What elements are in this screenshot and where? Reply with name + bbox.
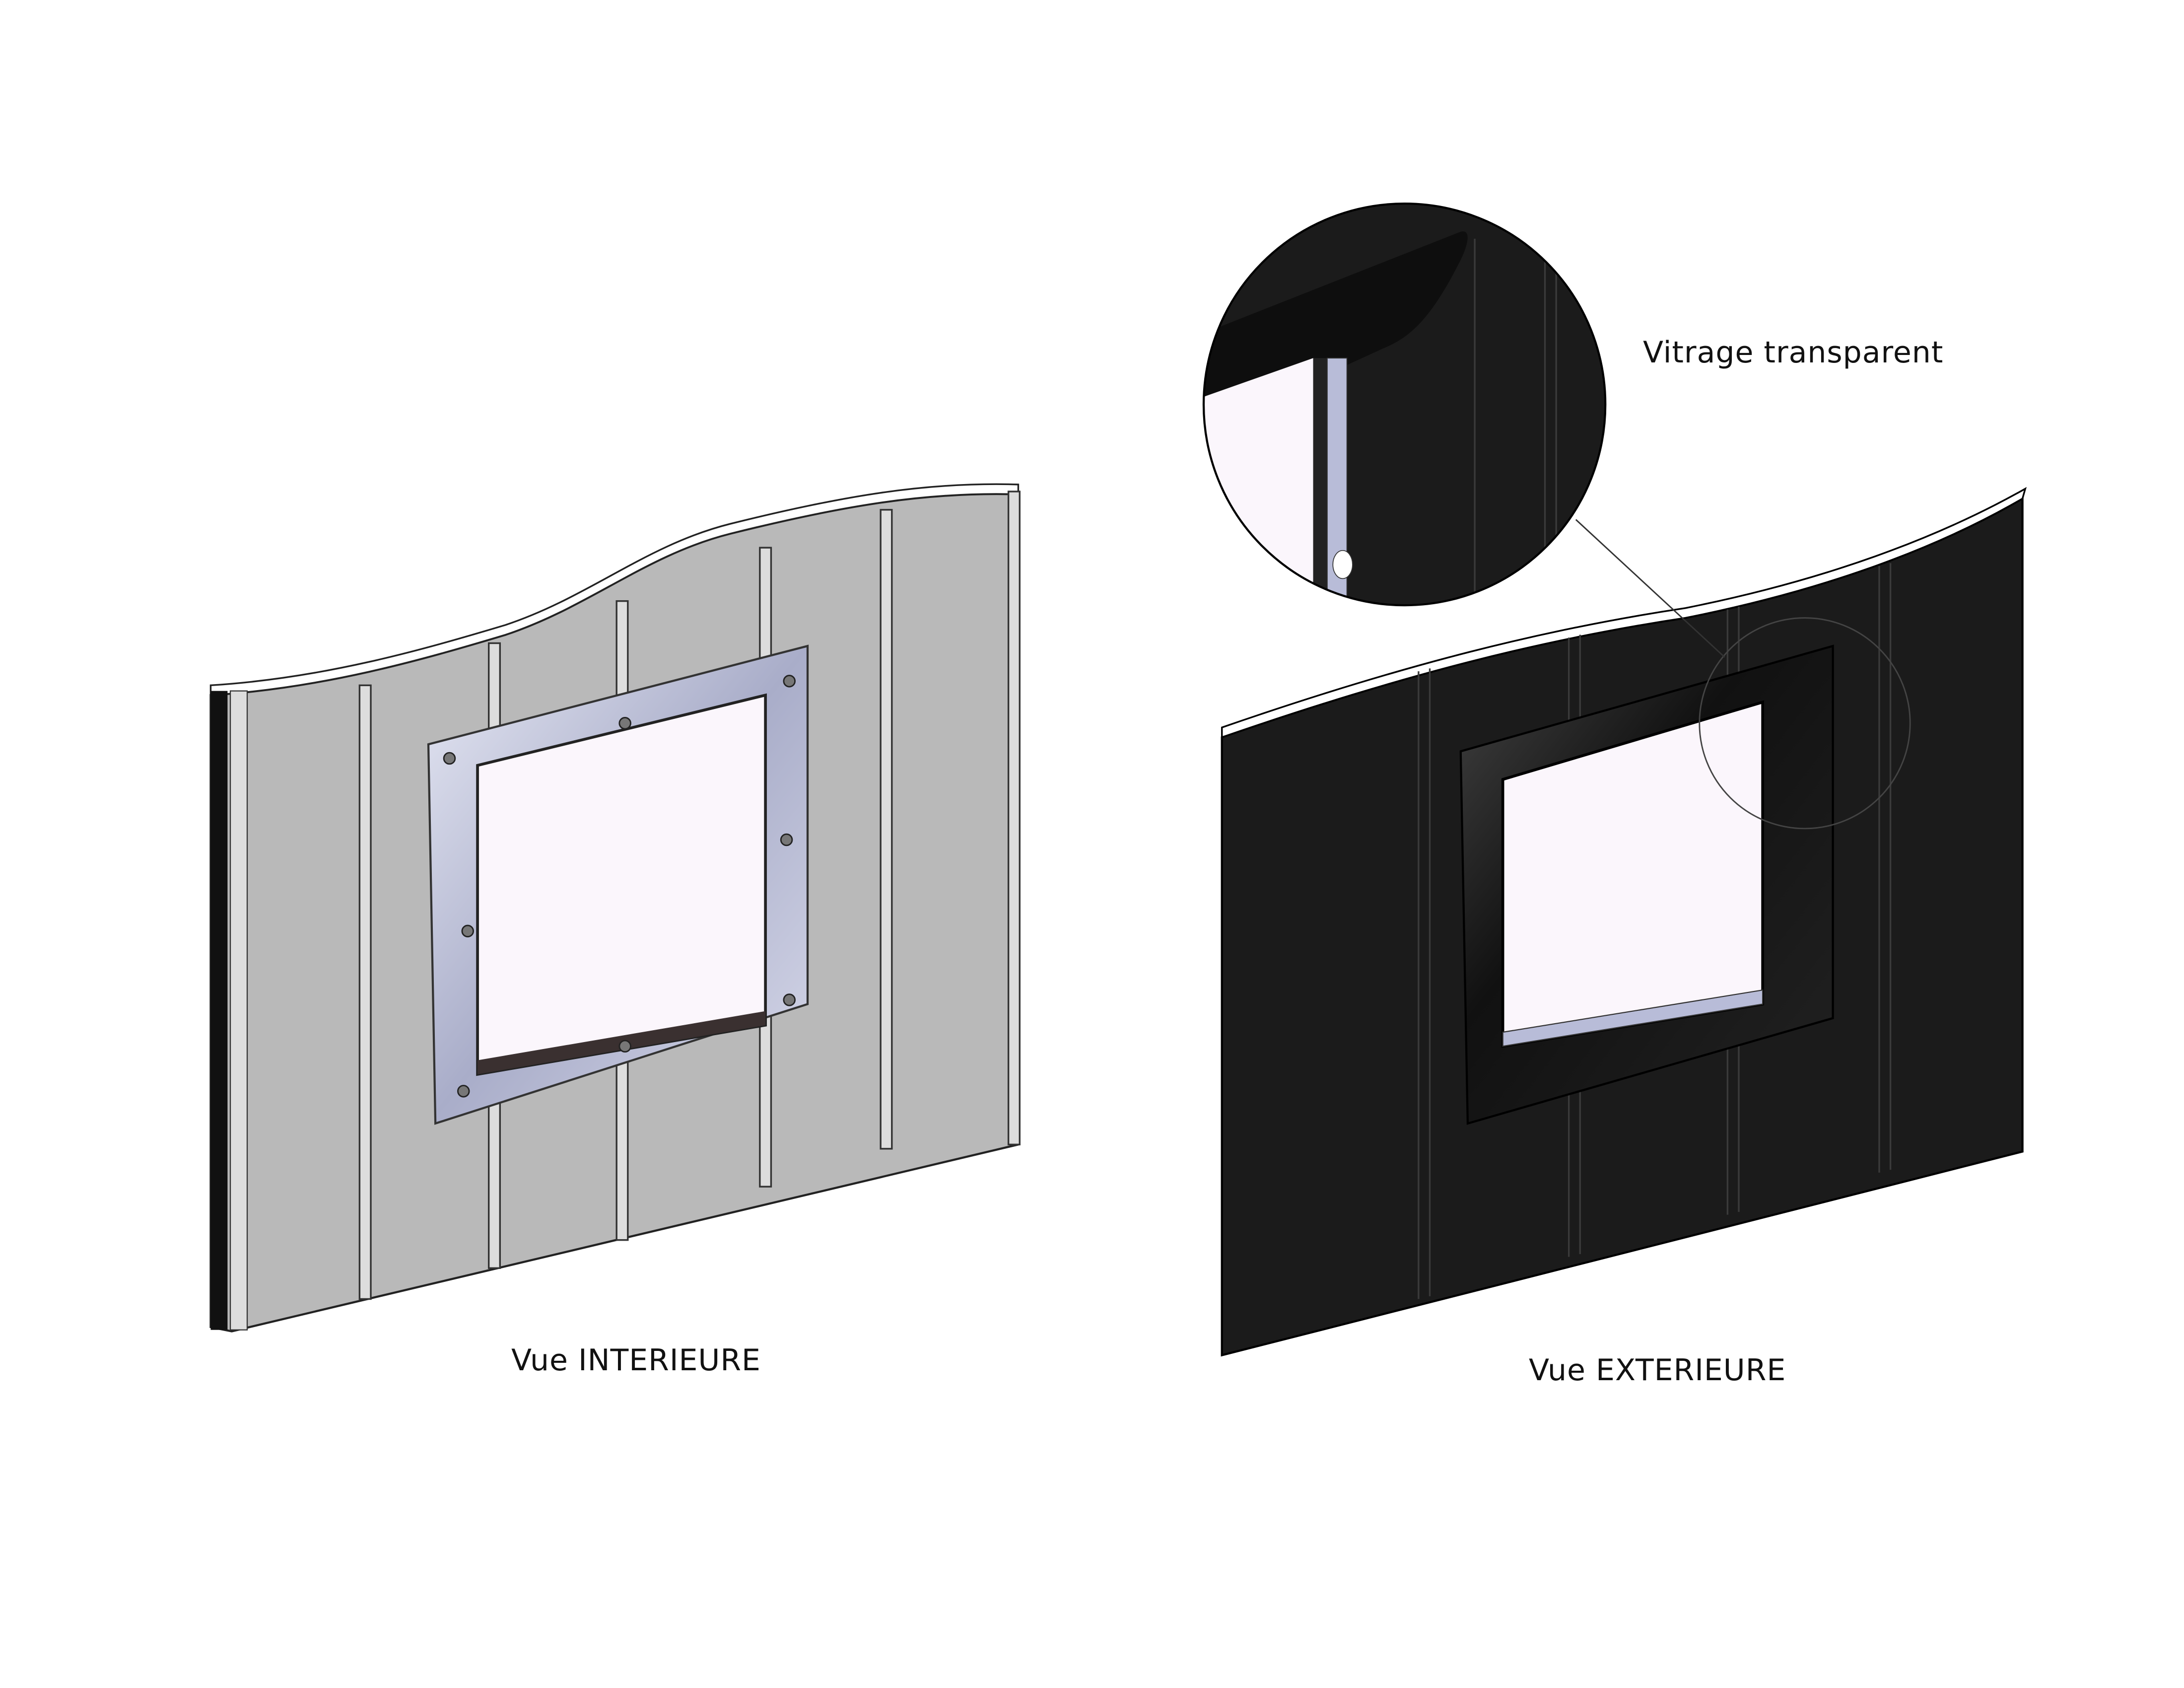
interior-panel (209, 483, 1021, 1333)
detail-magnifier (1202, 203, 1607, 607)
exterior-view-label: Vue EXTERIEURE (1529, 1353, 1786, 1388)
interior-view-label: Vue INTERIEURE (511, 1343, 761, 1378)
detail-leader-line (1575, 519, 1725, 658)
exterior-detail-label: Vitrage transparent (1643, 335, 1944, 370)
screws (443, 675, 796, 1098)
detail-marker-circle (1699, 617, 1911, 830)
exterior-panel (1221, 487, 2027, 1357)
